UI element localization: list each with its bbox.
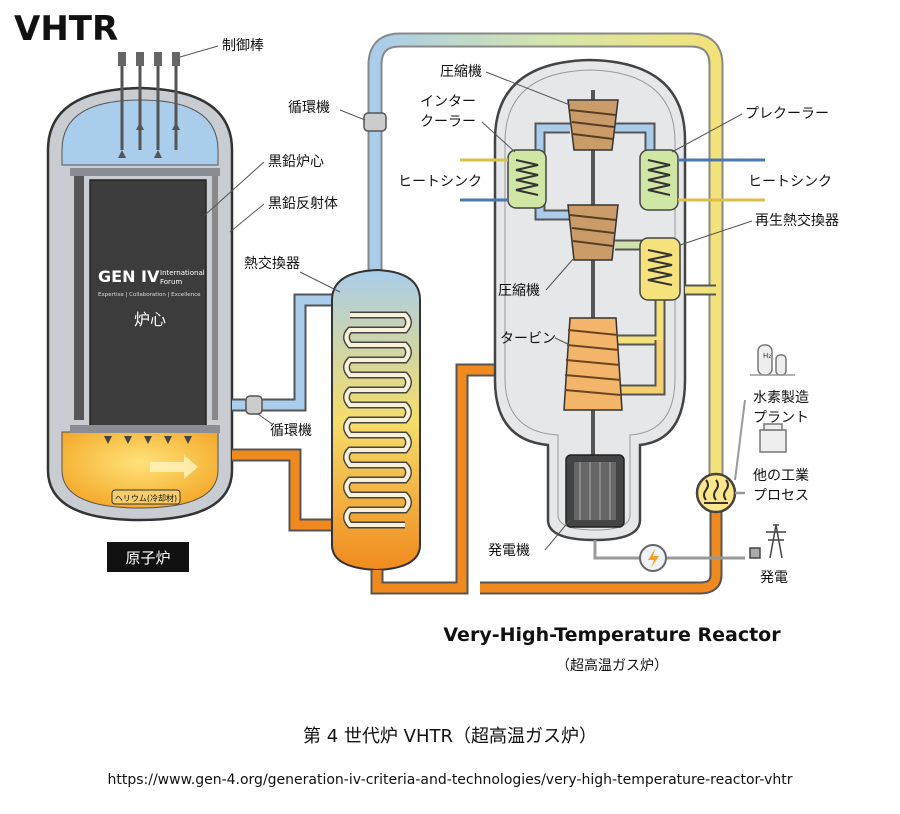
label-circulator-bottom: 循環機 xyxy=(270,423,312,439)
hydrogen-plant-icon xyxy=(750,344,795,376)
h2-label: H₂ xyxy=(763,352,771,360)
label-hydrogen-1: 水素製造 xyxy=(753,390,809,406)
hot-pipe xyxy=(232,450,345,530)
logo-tagline: Expertise | Collaboration | Excellence xyxy=(98,292,201,298)
hot-pipe-outline xyxy=(232,448,345,532)
label-compressor-top: 圧縮機 xyxy=(440,64,482,80)
hot-return-pipe xyxy=(480,480,721,593)
control-rod-heads xyxy=(118,52,180,66)
factory-icon xyxy=(759,423,787,453)
english-sub: （超高温ガス炉） xyxy=(556,657,668,674)
source-url[interactable]: https://www.gen-4.org/generation-iv-crit… xyxy=(107,772,793,788)
electric-line xyxy=(593,540,640,560)
label-control-rods: 制御棒 xyxy=(222,38,264,54)
label-intercooler-1: インター xyxy=(420,94,476,110)
lightning-bolt-icon xyxy=(648,549,659,568)
logo-sub1: International xyxy=(160,269,205,277)
circulator-bottom-ring xyxy=(245,395,263,415)
intercooler xyxy=(507,149,547,209)
label-circulator-top: 循環機 xyxy=(288,100,330,116)
helium-label: ヘリウム(冷却材) xyxy=(115,493,177,503)
label-heat-sink-left: ヒートシンク xyxy=(398,174,482,190)
label-other-industry-2: プロセス xyxy=(753,488,809,504)
page-title: VHTR xyxy=(14,9,118,49)
heat-exchanger xyxy=(331,268,421,572)
logo-sub2: Forum xyxy=(160,278,182,286)
reactor-label-box xyxy=(107,542,189,572)
label-power: 発電 xyxy=(760,570,788,586)
dome-flow-arrows xyxy=(118,122,180,158)
label-intercooler-2: クーラー xyxy=(420,114,476,130)
compressor-top xyxy=(567,99,619,151)
heat-sink-lines xyxy=(460,158,765,202)
core-outlet-arrows xyxy=(104,436,192,444)
reactor-vessel xyxy=(46,86,234,522)
turbine xyxy=(563,317,623,411)
label-heat-exchanger: 熱交換器 xyxy=(244,255,300,272)
compressor-mid xyxy=(567,204,619,261)
plenum-flow-arrow xyxy=(150,455,198,479)
control-rods xyxy=(120,58,178,150)
secondary-loop-pipe xyxy=(367,32,724,480)
label-turbine: タービン xyxy=(500,331,556,347)
label-generator: 発電機 xyxy=(488,543,530,559)
label-precooler: プレクーラー xyxy=(745,106,829,122)
geniv-logo: GEN IV International Forum Expertise | C… xyxy=(98,267,205,298)
reactor-label: 原子炉 xyxy=(125,549,170,567)
english-name: Very-High-Temperature Reactor xyxy=(443,624,781,646)
process-heat-icon xyxy=(695,472,737,514)
label-graphite-reflector: 黒鉛反射体 xyxy=(268,196,338,212)
generator xyxy=(565,454,625,528)
logo-brand: GEN IV xyxy=(98,267,160,286)
recuperator xyxy=(639,237,681,301)
core-label: 炉心 xyxy=(134,310,166,329)
helium-tag xyxy=(111,489,181,505)
precooler xyxy=(639,149,679,211)
figure-caption: 第 4 世代炉 VHTR（超高温ガス炉） xyxy=(303,726,597,747)
label-graphite-core: 黒鉛炉心 xyxy=(268,154,324,170)
circulator-top-ring xyxy=(363,112,387,132)
label-compressor-mid: 圧縮機 xyxy=(498,283,540,299)
label-recuperator: 再生熱交換器 xyxy=(755,212,839,229)
cold-return-pipe xyxy=(232,295,350,410)
label-heat-sink-right: ヒートシンク xyxy=(748,174,832,190)
label-other-industry-1: 他の工業 xyxy=(753,468,809,484)
label-hydrogen-2: プラント xyxy=(753,410,809,426)
power-tower-icon xyxy=(749,524,786,559)
